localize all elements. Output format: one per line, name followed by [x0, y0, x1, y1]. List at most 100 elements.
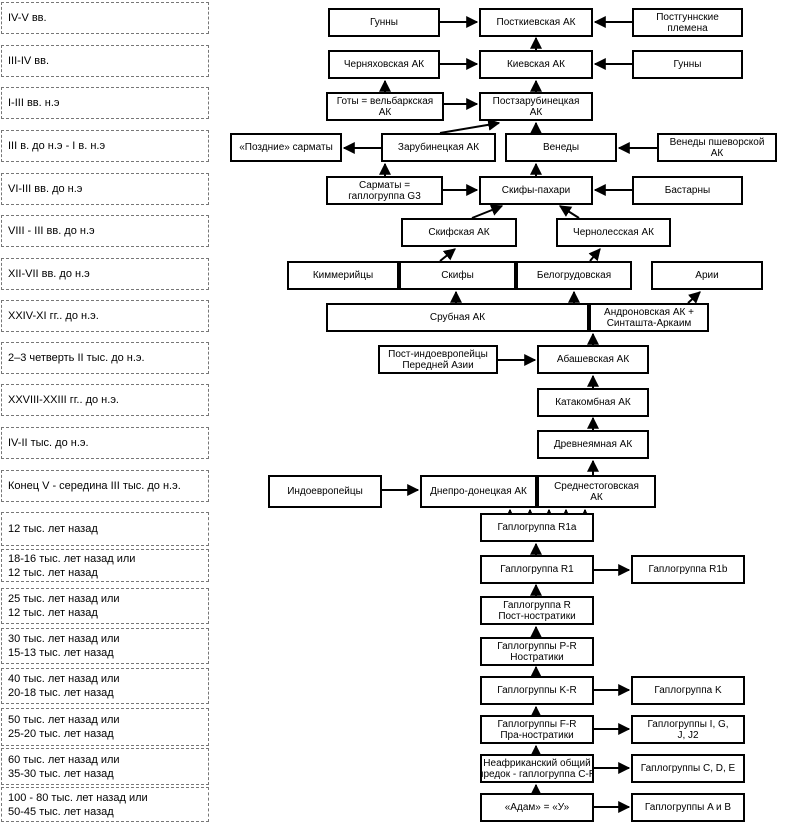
node-label: Синташта-Аркаим: [606, 317, 692, 329]
node-indoev: Индоевропейцы: [268, 475, 382, 508]
node-label: Черняховская АК: [343, 59, 425, 70]
node-label: «Поздние» сарматы: [239, 142, 333, 153]
node-label: Срубная АК: [429, 312, 486, 323]
flow-arrow: [588, 248, 601, 262]
node-label: Днепро-донецкая АК: [430, 486, 527, 497]
era-label-line: 12 тыс. лет назад: [8, 523, 98, 535]
node-label: Зарубинецкая АК: [397, 142, 480, 153]
node-gunny1: Гунны: [328, 8, 440, 37]
node-cde: Гаплогруппы C, D, E: [631, 754, 745, 783]
node-label: Венеды: [542, 142, 580, 153]
era-label-line: XXIV-XI гг.. до н.э.: [8, 310, 99, 322]
node-label: Неафриканский общий: [483, 757, 591, 769]
node-label: Среднестоговская: [554, 480, 639, 492]
node-abash: Абашевская АК: [537, 345, 649, 374]
era-label-line: 40 тыс. лет назад или: [8, 673, 120, 685]
node-label: Гунны: [673, 59, 702, 70]
node-postkiev: Посткиевская АК: [479, 8, 593, 37]
era-label-line: Конец V - середина III тыс. до н.э.: [8, 480, 181, 492]
node-skifpah: Скифы-пахари: [479, 176, 593, 205]
era-label-line: 50 тыс. лет назад или: [8, 714, 120, 726]
era-label-line: 60 тыс. лет назад или: [8, 753, 120, 766]
node-label: Белогрудовская: [536, 270, 612, 281]
era-label-line: III в. до н.э - I в. н.э: [8, 140, 106, 152]
node-venedy: Венеды: [505, 133, 617, 162]
node-gunny2: Гунны: [632, 50, 743, 79]
node-label: Готы = вельбаркская: [336, 95, 434, 107]
node-label: Гаплогруппа R1b: [648, 564, 728, 575]
era-label: XII-VII вв. до н.э: [1, 258, 209, 290]
node-label: АК: [590, 491, 603, 503]
era-label-line: 12 тыс. лет назад: [8, 566, 98, 579]
era-label-line: 25 тыс. лет назад или: [8, 593, 120, 605]
node-label: Скифы-пахари: [501, 185, 571, 196]
node-label: Пост-ностратики: [498, 610, 576, 622]
era-label: IV-II тыс. до н.э.: [1, 427, 209, 459]
era-label-line: VIII - III вв. до н.э: [8, 225, 95, 237]
era-label-line: 15-13 тыс. лет назад: [8, 647, 114, 659]
era-label-line: 35-30 тыс. лет назад: [8, 767, 114, 780]
era-label: XXIV-XI гг.. до н.э.: [1, 300, 209, 332]
node-chern: Черняховская АК: [328, 50, 440, 79]
node-label: Гаплогруппа K: [654, 685, 722, 696]
node-label: Чернолесская АК: [573, 227, 654, 238]
node-belogr: Белогрудовская: [516, 261, 632, 290]
node-label: Венеды пшеворской: [669, 136, 765, 148]
node-dnepr: Днепро-донецкая АК: [420, 475, 537, 508]
node-srub: Срубная АК: [326, 303, 589, 332]
era-label-line: 25-20 тыс. лет назад: [8, 728, 114, 740]
era-label: 12 тыс. лет назад: [1, 512, 209, 546]
node-adam: «Адам» = «У»: [480, 793, 594, 822]
node-sarm: Сарматы =гаплогруппа G3: [326, 176, 443, 205]
node-label: Пра-ностратики: [500, 729, 574, 741]
node-label: Постгуннские: [656, 11, 719, 23]
flow-arrow: [687, 291, 701, 304]
node-skify: Скифы: [399, 261, 516, 290]
node-label: Катакомбная АК: [555, 397, 631, 408]
node-label: Передней Азии: [402, 359, 474, 371]
era-label-line: XXVIII-XXIII гг.. до н.э.: [8, 394, 119, 406]
node-label: АК: [710, 147, 724, 159]
node-r1: Гаплогруппа R1: [480, 555, 594, 584]
node-kiev: Киевская АК: [479, 50, 593, 79]
era-label-line: 2–3 четверть II тыс. до н.э.: [8, 352, 145, 364]
era-label: 40 тыс. лет назад или 20-18 тыс. лет наза…: [1, 668, 209, 704]
node-ab: Гаплогруппы A и B: [631, 793, 745, 822]
node-label: Гаплогруппа R1: [500, 564, 574, 575]
node-katak: Катакомбная АК: [537, 388, 649, 417]
era-label-line: 12 тыс. лет назад: [8, 607, 98, 619]
era-label-line: 100 - 80 тыс. лет назад или: [8, 791, 148, 804]
node-label: Киевская АК: [506, 59, 566, 70]
node-arii: Арии: [651, 261, 763, 290]
era-label-line: 20-18 тыс. лет назад: [8, 687, 114, 699]
node-label: Посткиевская АК: [496, 17, 576, 28]
node-zarub: Зарубинецкая АК: [381, 133, 496, 162]
era-label-line: 18-16 тыс. лет назад или: [8, 552, 136, 565]
era-label: 2–3 четверть II тыс. до н.э.: [1, 342, 209, 374]
node-label: предок - гаплогруппа C-R: [480, 768, 594, 780]
era-label-line: I-III вв. н.э: [8, 97, 60, 109]
node-label: Бастарны: [664, 185, 711, 196]
node-label: Гаплогруппы C, D, E: [640, 763, 736, 774]
node-label: Скифская АК: [428, 227, 490, 238]
node-label: Гаплогруппы P-R: [497, 640, 577, 652]
node-r1a: Гаплогруппа R1a: [480, 513, 594, 542]
node-pozd: «Поздние» сарматы: [230, 133, 342, 162]
era-label-line: 50-45 тыс. лет назад: [8, 805, 114, 818]
flow-arrow: [558, 205, 580, 219]
node-skifak: Скифская АК: [401, 218, 517, 247]
flow-arrow: [439, 248, 456, 262]
node-label: Ностратики: [510, 651, 564, 663]
node-label: Абашевская АК: [556, 354, 630, 365]
flow-arrow: [439, 118, 501, 134]
era-label: III-IV вв.: [1, 45, 209, 77]
